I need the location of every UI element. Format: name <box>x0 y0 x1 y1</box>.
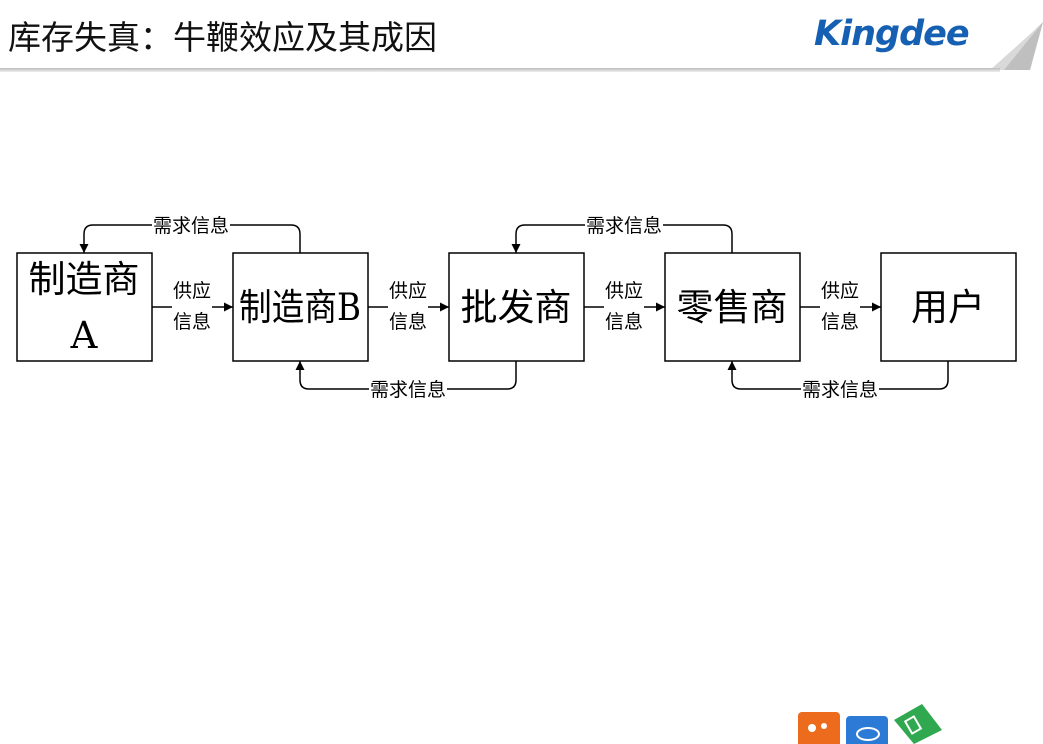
node-manufacturer-a-line2: A <box>70 314 99 357</box>
demand-label-3: 需求信息 <box>586 215 662 237</box>
people-icon <box>798 712 840 744</box>
demand-label-2: 需求信息 <box>370 379 446 401</box>
demand-label-4: 需求信息 <box>802 379 878 401</box>
node-manufacturer-b: 制造商B <box>239 286 361 329</box>
box-manufacturer-b <box>232 252 369 362</box>
supply-label-4-line1: 供应 <box>821 280 859 302</box>
corner-decoration <box>798 704 942 744</box>
supply-label-4-line2: 信息 <box>821 311 859 333</box>
header-divider <box>0 68 1000 72</box>
kingdee-logo: Kingdee <box>814 14 970 54</box>
node-retailer: 零售商 <box>677 286 788 329</box>
box-user <box>880 252 1017 362</box>
phone-icon <box>894 704 942 744</box>
page-curl-icon <box>990 22 1043 70</box>
supply-label-1-line1: 供应 <box>173 280 211 302</box>
box-manufacturer-a <box>16 252 153 362</box>
demand-label-1: 需求信息 <box>153 215 229 237</box>
page-title: 库存失真：牛鞭效应及其成因 <box>8 18 437 57</box>
supply-label-2-line2: 信息 <box>389 311 427 333</box>
node-user: 用户 <box>911 286 985 329</box>
supply-label-3-line2: 信息 <box>605 311 643 333</box>
node-wholesaler: 批发商 <box>461 286 572 329</box>
supply-label-1-line2: 信息 <box>173 311 211 333</box>
supply-label-2-line1: 供应 <box>389 280 427 302</box>
node-manufacturer-a-line1: 制造商 <box>29 258 140 301</box>
cloud-icon <box>846 716 888 744</box>
supply-label-3-line1: 供应 <box>605 280 643 302</box>
